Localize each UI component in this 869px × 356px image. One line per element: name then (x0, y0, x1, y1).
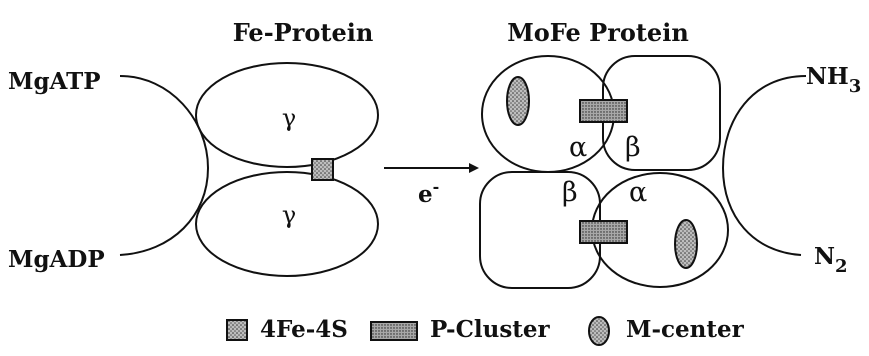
legend-m-center-swatch (588, 316, 610, 346)
fe-protein-title: Fe-Protein (233, 18, 374, 47)
mofe-beta-bottom-label: β (562, 177, 578, 208)
legend-4fe4s-swatch (226, 319, 248, 341)
nh3-label: NH3 (806, 63, 861, 97)
mgatp-label: MgATP (8, 68, 101, 95)
fe-protein-gamma-top (195, 62, 379, 168)
mofe-alpha-bottom-label: α (629, 177, 647, 208)
fe-gamma-bottom-label: γ (282, 201, 296, 229)
legend-p-cluster-label: P-Cluster (430, 316, 551, 343)
m-center-bottom (674, 219, 698, 269)
p-cluster-bottom (579, 220, 628, 244)
fe4s4-cluster (311, 158, 334, 181)
legend-m-center-label: M-center (626, 316, 745, 343)
n2-label: N2 (814, 243, 848, 277)
mofe-output-arc (721, 75, 807, 256)
legend-p-cluster-swatch (370, 321, 418, 341)
mgadp-label: MgADP (8, 246, 105, 273)
mofe-protein-title: MoFe Protein (507, 18, 689, 47)
p-cluster-top (579, 99, 628, 123)
legend-4fe4s-label: 4Fe-4S (260, 316, 348, 343)
fe-gamma-top-label: γ (282, 104, 296, 132)
mofe-beta-top-label: β (625, 132, 641, 163)
fe-protein-gamma-bottom (195, 171, 379, 277)
m-center-top (506, 76, 530, 126)
mofe-alpha-top-label: α (569, 132, 587, 163)
electron-label: e- (418, 177, 439, 208)
fe-protein-input-arc (119, 75, 210, 256)
